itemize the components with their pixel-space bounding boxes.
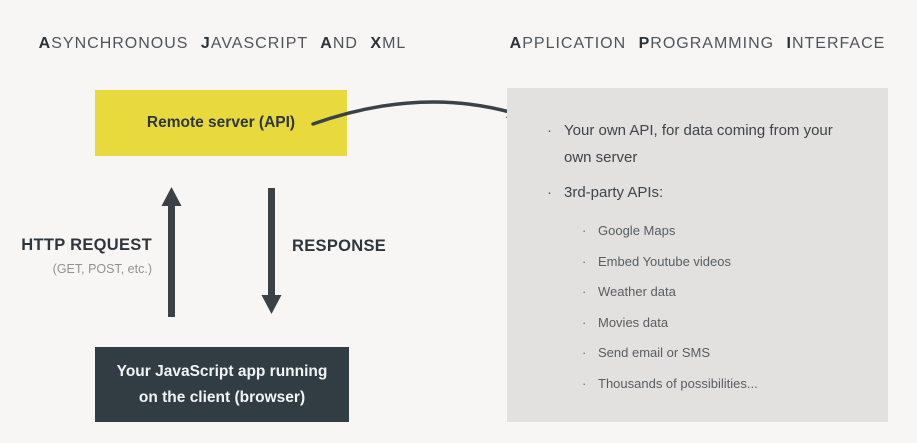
list-item: · Your own API, for data coming from you… [547,117,868,171]
ajax-title: ASYNCHRONOUS JAVASCRIPT AND XML [38,35,407,52]
bullet-icon: · [582,284,587,299]
api-subitem-text: Send email or SMS [598,345,710,360]
client-app-label-line1: Your JavaScript app running [116,362,328,380]
api-subitem-text: Weather data [598,284,676,299]
ajax-title-initial: A [320,35,333,52]
api-subitem-text: Embed Youtube videos [598,253,731,269]
ajax-title-initial: X [370,35,383,52]
list-item: · Send email or SMS [582,346,868,360]
remote-server-box: Remote server (API) [95,90,347,156]
bullet-icon: · [582,345,587,360]
api-title-initial: I [786,35,792,52]
list-item: · Google Maps [582,224,868,238]
http-request-label-text: HTTP REQUEST [21,236,152,254]
client-app-label-line2: on the client (browser) [138,388,306,406]
api-item-text: Your own API, for data coming from your … [564,122,833,166]
remote-server-label: Remote server (API) [146,114,296,131]
bullet-icon: · [547,122,552,139]
api-title: APPLICATION PROGRAMMING INTERFACE [509,35,886,52]
list-item: · Movies data [582,314,868,330]
response-label: RESPONSE [292,237,386,256]
client-app-box: Your JavaScript app running on the clien… [95,347,349,422]
list-item: · Embed Youtube videos [582,253,868,269]
http-request-detail-text: (GET, POST, etc.) [52,262,152,276]
http-request-label: HTTP REQUEST (GET, POST, etc.) [0,236,152,276]
response-arrow-icon [261,188,282,314]
bullet-icon: · [582,253,587,269]
api-subitem-text: Google Maps [598,223,676,238]
bullet-icon: · [582,375,587,391]
bullet-icon: · [582,223,587,238]
api-item-text: 3rd-party APIs: [564,184,664,201]
api-title-initial: A [509,35,523,52]
response-label-text: RESPONSE [292,237,387,255]
api-examples-panel: · Your own API, for data coming from you… [507,88,888,422]
bullet-icon: · [547,184,552,201]
request-arrow-icon [161,187,182,317]
bullet-icon: · [582,314,587,330]
api-main-list: · Your own API, for data coming from you… [547,117,868,206]
api-subitem-text: Movies data [598,314,669,330]
list-item: · Thousands of possibilities... [582,375,868,391]
api-title-initial: P [638,35,651,52]
list-item: · 3rd-party APIs: [547,179,868,206]
api-subitem-text: Thousands of possibilities... [598,375,758,391]
ajax-title-initial: J [200,35,211,52]
third-party-api-list: · Google Maps · Embed Youtube videos · W… [582,224,868,390]
list-item: · Weather data [582,285,868,299]
ajax-title-initial: A [38,35,52,52]
